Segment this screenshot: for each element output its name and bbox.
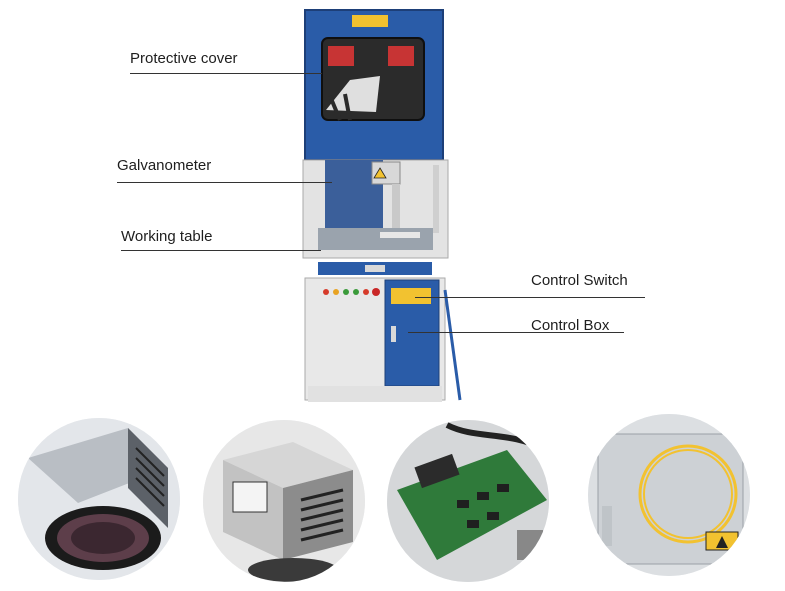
control-board-closeup	[387, 420, 549, 582]
label-protective-cover: Protective cover	[130, 50, 238, 67]
leader-control-box	[408, 332, 624, 333]
leader-galvanometer	[117, 182, 332, 183]
leader-protective-cover	[130, 73, 322, 74]
label-working-table: Working table	[121, 228, 213, 245]
label-control-switch: Control Switch	[531, 272, 628, 289]
galvanometer-lens-closeup	[18, 418, 180, 580]
leader-working-table	[121, 250, 321, 251]
label-galvanometer: Galvanometer	[117, 157, 212, 174]
label-control-box: Control Box	[531, 317, 610, 334]
galvanometer-head-closeup	[203, 420, 365, 582]
laser-marking-machine	[302, 9, 462, 402]
fiber-cable-closeup	[588, 414, 750, 576]
leader-control-switch	[415, 297, 645, 298]
